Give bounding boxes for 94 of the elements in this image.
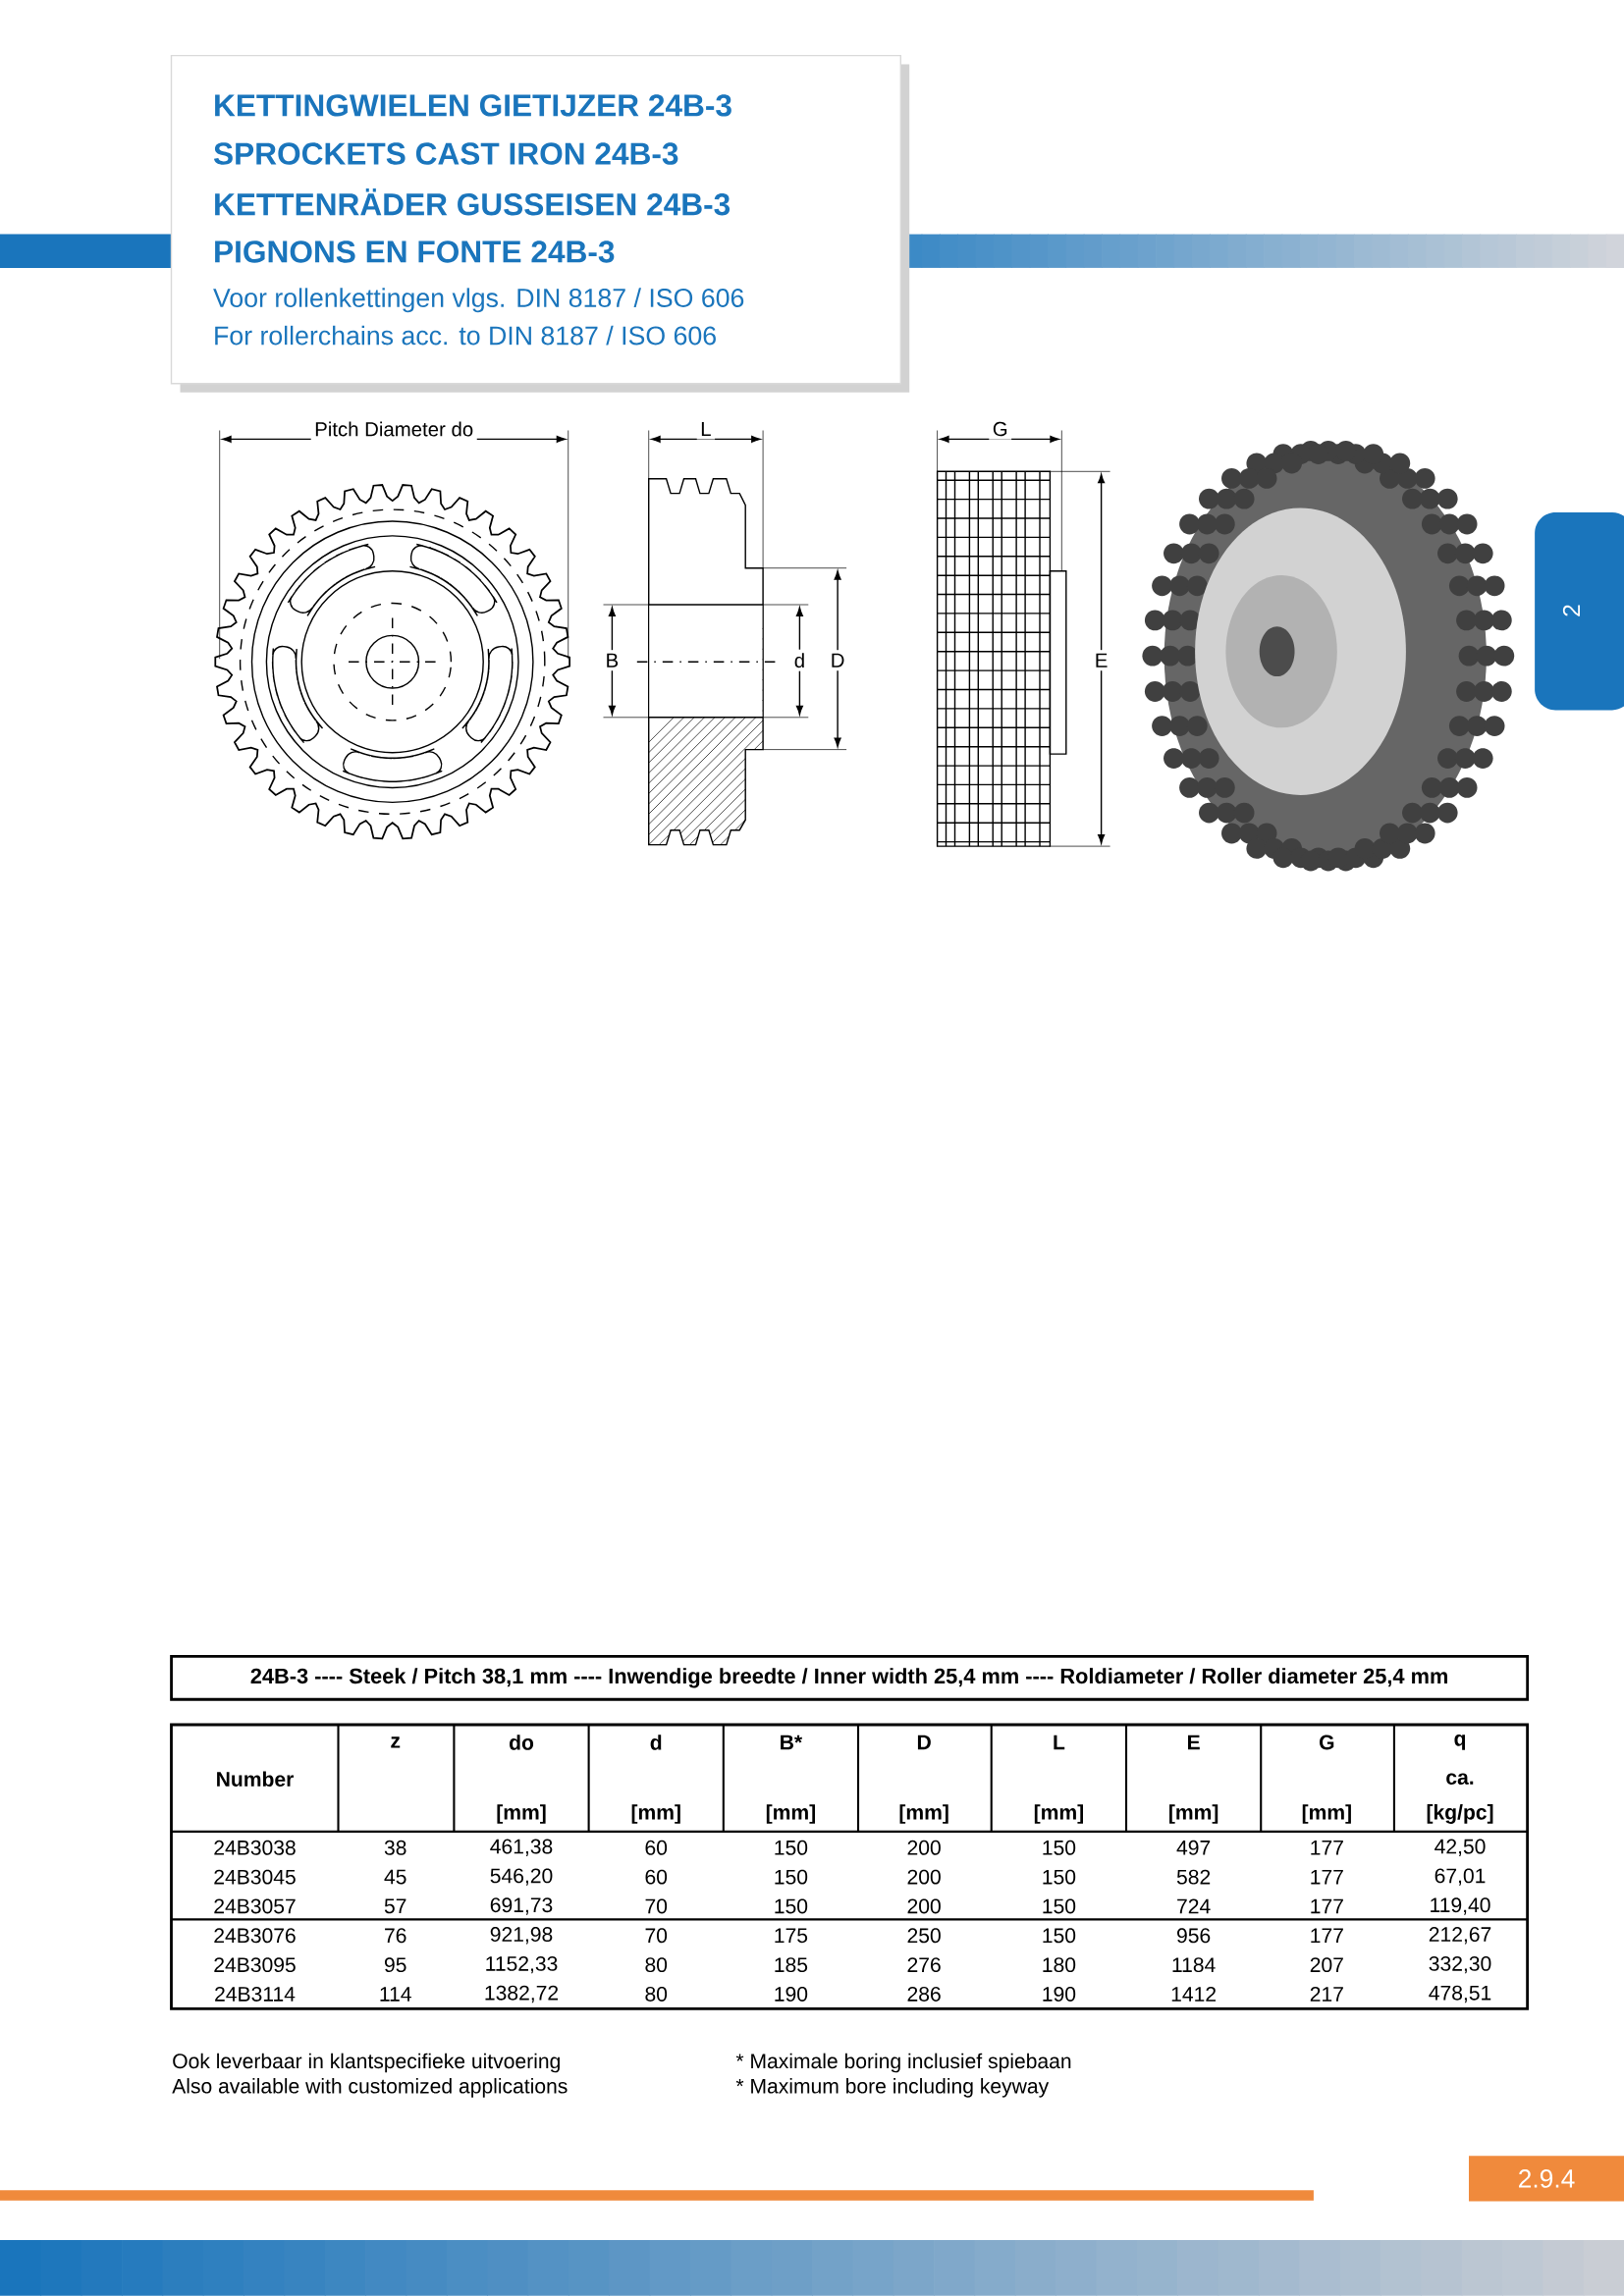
table-header-cell: d bbox=[650, 1735, 662, 1750]
table-cell: 95 bbox=[384, 1957, 406, 1973]
table-cell: 478,51 bbox=[1429, 1985, 1491, 2003]
dimension-label: Pitch Diameter do bbox=[310, 418, 477, 440]
table-cell: 42,50 bbox=[1435, 1839, 1486, 1857]
table-cell: 200 bbox=[907, 1869, 941, 1885]
table-cell: 1152,33 bbox=[486, 1955, 558, 1974]
table-cell: 80 bbox=[645, 1986, 668, 2002]
table-cell: 200 bbox=[907, 1840, 941, 1855]
table-cell: 332,30 bbox=[1429, 1955, 1491, 1974]
table-header-cell: do bbox=[510, 1735, 534, 1750]
dimension-label: d bbox=[790, 649, 809, 671]
table-header-cell: Number bbox=[217, 1771, 294, 1787]
table-cell: 24B3057 bbox=[214, 1898, 296, 1914]
table-cell: 461,38 bbox=[490, 1839, 553, 1857]
note-text: Ook leverbaar in klantspecifieke uitvoering bbox=[173, 2053, 560, 2073]
dimension-label: L bbox=[696, 418, 716, 440]
table-header-cell: D bbox=[917, 1735, 931, 1750]
table-cell: 1184 bbox=[1172, 1957, 1216, 1973]
table-cell: 177 bbox=[1311, 1928, 1343, 1944]
table-cell: 921,98 bbox=[490, 1927, 553, 1945]
table-cell: 60 bbox=[645, 1840, 668, 1855]
table-cell: 1382,72 bbox=[485, 1985, 559, 2003]
table-cell: 497 bbox=[1176, 1840, 1211, 1855]
table-cell: 180 bbox=[1043, 1957, 1076, 1973]
table-header-cell: [mm] bbox=[1169, 1804, 1218, 1824]
table-cell: 70 bbox=[645, 1928, 668, 1944]
dimension-label: G bbox=[989, 418, 1012, 440]
table-cell: 114 bbox=[380, 1987, 411, 2002]
table-cell: 80 bbox=[645, 1957, 668, 1973]
table-cell: 190 bbox=[1043, 1986, 1076, 2002]
table-cell: 177 bbox=[1311, 1869, 1343, 1885]
table-header-cell: [mm] bbox=[1034, 1804, 1083, 1824]
table-header-cell: [mm] bbox=[766, 1804, 815, 1824]
table-cell: 546,20 bbox=[490, 1868, 553, 1886]
note-text: * Maximum bore including keyway bbox=[735, 2078, 1050, 2098]
table-cell: 70 bbox=[645, 1898, 668, 1914]
table-cell: 175 bbox=[775, 1928, 808, 1944]
table-header-cell: [kg/pc] bbox=[1427, 1804, 1493, 1824]
table-cell: 150 bbox=[1043, 1928, 1076, 1944]
dimension-label: B bbox=[602, 650, 623, 671]
table-header-cell: [mm] bbox=[497, 1804, 546, 1824]
table-cell: 1412 bbox=[1171, 1987, 1217, 2002]
table-cell: 276 bbox=[907, 1957, 941, 1973]
table-header-cell: q bbox=[1454, 1735, 1466, 1750]
chapter-tab: 2 bbox=[1535, 512, 1624, 711]
table-header-cell: [mm] bbox=[1302, 1804, 1351, 1824]
table-cell: 76 bbox=[385, 1928, 406, 1944]
table-cell: 217 bbox=[1310, 1987, 1343, 2002]
table-cell: 212,67 bbox=[1429, 1927, 1491, 1945]
table-cell: 60 bbox=[645, 1869, 668, 1885]
table-header-cell: ca. bbox=[1446, 1773, 1474, 1785]
table-cell: 724 bbox=[1177, 1898, 1211, 1914]
table-cell: 956 bbox=[1177, 1928, 1211, 1944]
table-cell: 57 bbox=[384, 1898, 406, 1914]
table-header-cell: L bbox=[1054, 1735, 1065, 1750]
table-header-cell: E bbox=[1188, 1735, 1200, 1750]
table-cell: 177 bbox=[1311, 1841, 1343, 1855]
table-header-cell: [mm] bbox=[631, 1804, 680, 1824]
table-header-cell: [mm] bbox=[899, 1804, 948, 1824]
table-cell: 250 bbox=[907, 1928, 941, 1944]
table-caption: 24B-3 ---- Steek / Pitch 38,1 mm ---- Inwendige breedte / Inner width 25,4 mm ---- Roldiameter / Roller diameter 25,4 mm bbox=[170, 1655, 1530, 1701]
table-cell: 691,73 bbox=[490, 1897, 553, 1915]
table-header-cell: B* bbox=[781, 1735, 803, 1750]
table-cell: 24B3045 bbox=[214, 1869, 296, 1885]
table-cell: 177 bbox=[1311, 1898, 1343, 1914]
page-number-box: 2.9.4 bbox=[1468, 2156, 1624, 2202]
table-cell: 150 bbox=[775, 1898, 808, 1914]
table-cell: 24B3038 bbox=[214, 1840, 296, 1855]
table-cell: 582 bbox=[1176, 1869, 1211, 1885]
table-cell: 286 bbox=[907, 1986, 941, 2002]
table-cell: 185 bbox=[775, 1957, 808, 1973]
table-cell: 24B3095 bbox=[214, 1957, 296, 1973]
table-header-cell: z bbox=[391, 1736, 401, 1748]
table-cell: 207 bbox=[1310, 1957, 1343, 1973]
table-cell: 24B3076 bbox=[214, 1928, 296, 1944]
note-text: * Maximale boring inclusief spiebaan bbox=[735, 2053, 1071, 2073]
table-cell: 150 bbox=[1043, 1840, 1076, 1855]
table-cell: 150 bbox=[1043, 1869, 1076, 1885]
table-header-cell: G bbox=[1320, 1735, 1334, 1750]
note-text: Also available with customized applications bbox=[172, 2078, 568, 2098]
table-cell: 45 bbox=[384, 1869, 406, 1885]
table-cell: 38 bbox=[384, 1840, 406, 1855]
table-cell: 150 bbox=[1043, 1898, 1076, 1914]
dimension-label: D bbox=[827, 650, 848, 671]
table-cell: 200 bbox=[907, 1898, 941, 1914]
table-cell: 24B3114 bbox=[215, 1986, 296, 2002]
table-cell: 150 bbox=[775, 1840, 808, 1855]
table-cell: 190 bbox=[775, 1986, 808, 2002]
table-cell: 119,40 bbox=[1431, 1897, 1490, 1915]
table-cell: 67,01 bbox=[1435, 1868, 1486, 1886]
title-card: KETTINGWIELEN GIETIJZER 24B-3 SPROCKETS CAST IRON 24B-3 KETTENRÄDER GUSSEISEN 24B-3 PIGNONS EN FONTE 24B-3 Voor rollenkettingen vlgs. DIN 8187 / ISO 606 For rollerchains acc. to DIN 8187 / ISO 606 bbox=[170, 54, 910, 393]
table-cell: 150 bbox=[775, 1869, 808, 1885]
dimension-label: E bbox=[1091, 650, 1111, 671]
